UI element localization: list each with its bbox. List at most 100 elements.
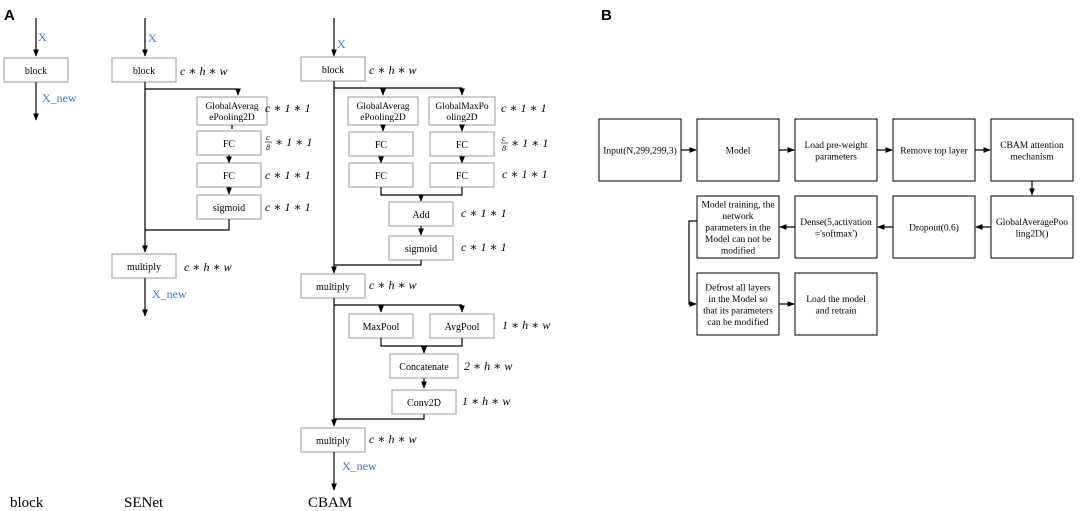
senet-fc1-label: FC (223, 139, 236, 150)
cbam-fc1-left-box (348, 131, 414, 157)
cbam-maxpool-box (348, 313, 414, 339)
senet-fc1-dim: ∗ 1 ∗ 1 (275, 135, 312, 149)
flow-arrow-loop (688, 220, 697, 307)
block-output-label: X_new (42, 91, 77, 105)
flow-row2-step-2-box (794, 195, 878, 259)
block-caption: block (10, 495, 44, 511)
cbam-multiply2-dim: c ∗ h ∗ w (369, 432, 417, 446)
flow-row1-step-1-label-1: Input(N,299,299,3) (603, 146, 677, 157)
senet-diagram: X block c ∗ h ∗ w GlobalAverag ePooling2… (111, 18, 312, 511)
flow-row1-step-5-box (990, 118, 1074, 182)
cbam-multiply1-dim: c ∗ h ∗ w (369, 278, 417, 292)
cbam-gap-label-2: ePooling2D (360, 113, 406, 123)
cbam-fc1-frac-bottom: 8 (502, 144, 506, 153)
flow-row2-step-1-label-5: modified (721, 246, 756, 257)
cbam-fc2-dim: c ∗ 1 ∗ 1 (502, 167, 548, 181)
cbam-fc1-dim: ∗ 1 ∗ 1 (511, 136, 548, 150)
cbam-add-dim: c ∗ 1 ∗ 1 (461, 206, 507, 220)
senet-caption: SENet (124, 495, 164, 511)
cbam-add-box (388, 201, 454, 227)
panel-b-label: B (601, 7, 612, 24)
block-box-label: block (25, 66, 47, 77)
senet-gap-label-2: ePooling2D (209, 113, 255, 123)
block-diagram: X block X_new block (3, 18, 77, 511)
cbam-multiply2-label: multiply (316, 436, 350, 447)
flow-row3-step-1-label-3: that its parameters (703, 306, 773, 316)
flow-row2-step-3-box (892, 195, 976, 259)
cbam-pool-merge (380, 338, 463, 347)
flow-row3-step-1-label-2: in the Model so (708, 295, 768, 305)
flow-row2-step-1-label-3: parameters in the (705, 224, 770, 234)
senet-sigmoid-label: sigmoid (213, 203, 245, 214)
flow-row2-step-4-label-1: GlobalAveragePoo (996, 218, 1068, 228)
cbam-avgpool-label: AvgPool (445, 322, 480, 333)
senet-multiply-dim: c ∗ h ∗ w (184, 260, 232, 274)
flow-row1-step-3-label-1: Load pre-weight (804, 141, 867, 151)
flow-row3-step-1-label-1: Defrost all layers (705, 282, 771, 293)
flow-row3-step-1-box (696, 272, 780, 336)
cbam-caption: CBAM (308, 495, 352, 511)
flow-row2-step-4-label-2: ling2D() (1016, 228, 1049, 239)
senet-multiply-box (111, 253, 177, 279)
flow-row1-step-5-label-2: mechanism (1010, 152, 1054, 162)
senet-fc1-frac-bottom: 8 (266, 143, 270, 152)
cbam-gmp-box (428, 96, 496, 126)
flow-row1-step-4-box (892, 118, 976, 182)
cbam-fc1-left-label: FC (375, 140, 388, 151)
block-input-label: X (38, 30, 47, 44)
cbam-spatial-merge (334, 414, 425, 420)
flow-row2-step-2-label-2: ='softmax') (815, 228, 858, 239)
cbam-maxpool-label: MaxPool (363, 322, 400, 333)
flow-row3-step-2-box (794, 272, 878, 336)
flow-row1-step-5-label-1: CBAM attention (1000, 141, 1064, 151)
cbam-concat-dim: 2 ∗ h ∗ w (464, 359, 512, 373)
cbam-gap-label-1: GlobalAverag (356, 102, 409, 112)
cbam-fc-merge (380, 187, 463, 196)
cbam-multiply2-box (300, 427, 366, 453)
senet-block-label: block (133, 66, 155, 77)
cbam-fc2-right-box (429, 162, 495, 188)
cbam-gap-box (347, 96, 419, 126)
flow-row2-step-3-label-1: Dropout(0.6) (909, 223, 959, 234)
cbam-add-label: Add (412, 210, 429, 221)
flow-row2-step-2-label-1: Dense(5,activation (800, 217, 872, 228)
flow-row1-step-1-box (598, 118, 682, 182)
cbam-block-dim: c ∗ h ∗ w (369, 63, 417, 77)
cbam-conv-label: Conv2D (407, 398, 441, 409)
cbam-fc1-right-box (429, 131, 495, 157)
senet-gap-dim: c ∗ 1 ∗ 1 (265, 101, 311, 115)
flow-row2-step-1-box (696, 195, 780, 259)
senet-fc2-label: FC (223, 171, 236, 182)
flow-row2-step-1-label-2: network (722, 212, 753, 222)
cbam-fc1-frac-top: c (502, 134, 506, 143)
cbam-channel-merge (334, 260, 422, 266)
flow-row3-step-2-label-2: and retrain (816, 306, 857, 316)
senet-block-dim: c ∗ h ∗ w (180, 64, 228, 78)
senet-gap-label-1: GlobalAverag (205, 102, 258, 112)
cbam-gmp-label-2: oling2D (446, 113, 477, 123)
flow-row3-step-2-label-1: Load the model (806, 295, 866, 305)
cbam-block-label: block (322, 65, 344, 76)
flow-row1-step-2-box (696, 118, 780, 182)
cbam-input-label: X (337, 37, 346, 51)
flow-row1-step-3-label-2: parameters (815, 152, 857, 162)
cbam-fc2-right-label: FC (456, 171, 469, 182)
cbam-diagram: X block c ∗ h ∗ w GlobalAverag ePooling2… (300, 18, 550, 511)
cbam-fc1-right-label: FC (456, 140, 469, 151)
senet-output-label: X_new (152, 287, 187, 301)
cbam-sigmoid-label: sigmoid (405, 244, 437, 255)
senet-gap-box (196, 96, 268, 126)
cbam-conv-box (391, 389, 457, 415)
flow-row2-step-1-label-1: Model training, the (701, 201, 774, 211)
flow-row3-step-1-label-4: can be modified (707, 317, 768, 328)
cbam-concat-label: Concatenate (399, 362, 449, 373)
panel-a-label: A (4, 7, 15, 24)
cbam-avgpool-box (429, 313, 495, 339)
senet-block-box (111, 57, 177, 83)
cbam-fc2-left-box (348, 162, 414, 188)
cbam-pool-dim: c ∗ 1 ∗ 1 (501, 101, 547, 115)
cbam-sigmoid-dim: c ∗ 1 ∗ 1 (461, 240, 507, 254)
